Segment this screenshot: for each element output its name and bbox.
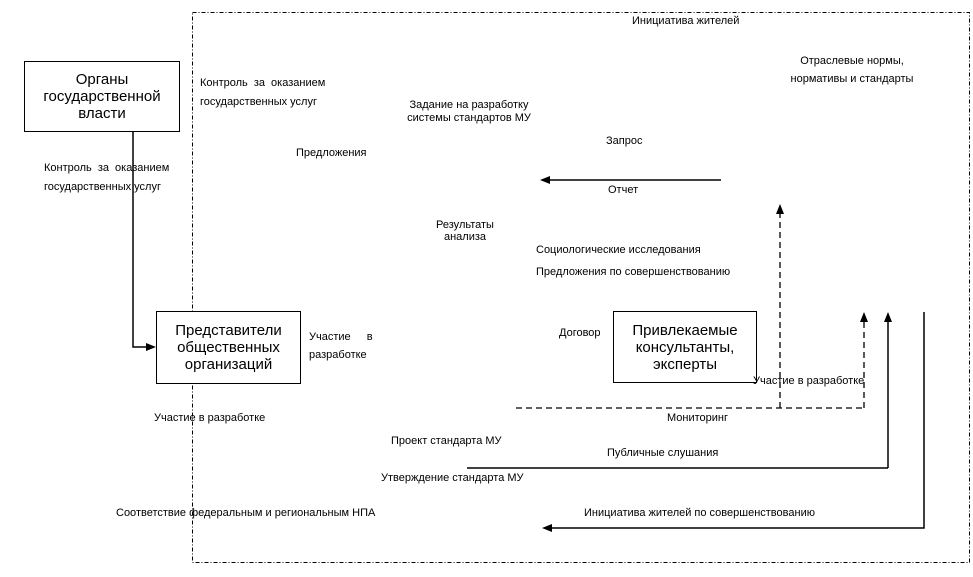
- label-control-services-inner-line2: государственных услуг: [200, 96, 317, 108]
- label-control-services-outer: Контроль за оказанием государственных ус…: [44, 159, 169, 197]
- box-consultants: Привлекаемые консультанты, эксперты: [613, 311, 757, 383]
- label-industry-norms: Отраслевые нормы, нормативы и стандарты: [790, 55, 914, 85]
- label-participation-right-line2: разработке: [309, 349, 367, 361]
- box-consultants-label: Привлекаемые консультанты, эксперты: [632, 321, 738, 373]
- box-representatives: Представители общественных организаций: [156, 311, 301, 384]
- label-control-services-inner: Контроль за оказанием государственных ус…: [200, 74, 325, 112]
- label-participation-bottom: Участие в разработке: [154, 412, 266, 424]
- label-participation-right-line1: Участие в: [309, 331, 373, 343]
- label-analysis-results: Результаты анализа: [436, 219, 494, 243]
- label-standard-approval: Утверждение стандарта МУ: [381, 472, 524, 484]
- label-citizens-initiative-improvement: Инициатива жителей по совершенствованию: [584, 507, 815, 519]
- arrow-report-head: [540, 176, 550, 184]
- process-boundary: [192, 12, 970, 563]
- arrow-citizens-initiative-improvement: [551, 312, 925, 529]
- label-improvement-proposals: Предложения по совершенствованию: [536, 266, 731, 278]
- label-citizens-initiative-top: Инициатива жителей: [632, 15, 740, 27]
- arrow-citizens-initiative-improvement-head: [542, 524, 552, 532]
- box-representatives-label: Представители общественных организаций: [175, 322, 282, 373]
- arrow-control-to-representatives-head: [146, 343, 156, 351]
- label-request: Запрос: [606, 135, 643, 147]
- line-public-hearings: [467, 322, 889, 469]
- label-control-services-outer-line2: государственных услуг: [44, 181, 161, 193]
- label-participation-consultants: Участие в разработке: [753, 375, 865, 387]
- label-public-hearings: Публичные слушания: [607, 447, 719, 459]
- dashed-arrow-monitoring-up-right-head: [860, 312, 868, 322]
- label-contract: Договор: [559, 327, 601, 339]
- label-control-services-inner-line1: Контроль за оказанием: [200, 77, 326, 89]
- box-authorities-label: Органы государственной власти: [43, 71, 161, 122]
- label-proposals: Предложения: [296, 147, 367, 159]
- label-sociological-research: Социологические исследования: [536, 244, 701, 256]
- label-report: Отчет: [608, 184, 639, 196]
- label-monitoring: Мониторинг: [667, 412, 729, 424]
- label-control-services-outer-line1: Контроль за оказанием: [44, 162, 170, 174]
- dashed-arrow-monitoring-up-left-head: [776, 204, 784, 214]
- label-task-standards: Задание на разработку системы стандартов…: [407, 99, 531, 124]
- label-npa-compliance: Соответствие федеральным и региональным …: [116, 507, 376, 519]
- arrow-control-to-representatives: [132, 132, 148, 348]
- label-participation-right: Участие в разработке: [309, 328, 373, 364]
- label-draft-standard: Проект стандарта МУ: [391, 435, 502, 447]
- arrow-public-hearings-head: [884, 312, 892, 322]
- box-authorities: Органы государственной власти: [24, 61, 180, 132]
